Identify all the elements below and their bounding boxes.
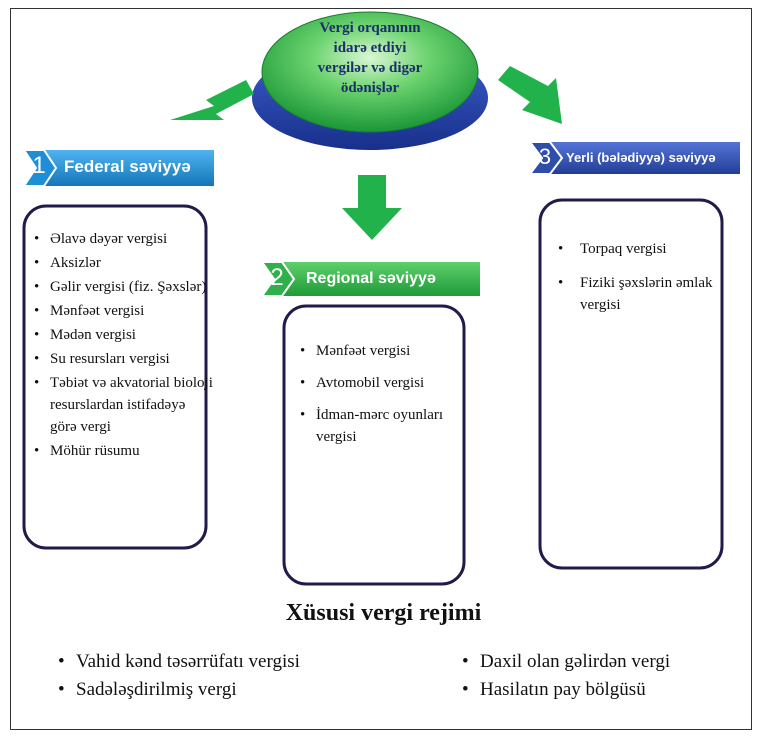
- local-title: Yerli (bələdiyyə) səviyyə: [566, 150, 716, 165]
- arrow-left: [170, 80, 254, 120]
- list-item: Mədən vergisi: [34, 324, 214, 346]
- center-line: vergilər və digər: [317, 60, 423, 76]
- list-item: Hasilatın pay bölgüsü: [462, 676, 742, 704]
- special-regime-right-list: Daxil olan gəlirdən vergi Hasilatın pay …: [462, 648, 742, 704]
- list-item: Su resursları vergisi: [34, 348, 214, 370]
- federal-banner: [22, 149, 214, 187]
- federal-list: Əlavə dəyər vergisi Aksizlər Gəlir vergi…: [34, 228, 214, 464]
- list-item: Vahid kənd təsərrüfatı vergisi: [58, 648, 418, 676]
- list-item: Daxil olan gəlirdən vergi: [462, 648, 742, 676]
- list-item: Aksizlər: [34, 252, 214, 274]
- list-item: Mənfəət vergisi: [34, 300, 214, 322]
- center-line: idarə etdiyi: [333, 40, 407, 56]
- list-item: Mənfəət vergisi: [300, 340, 465, 362]
- list-item: Avtomobil vergisi: [300, 372, 465, 394]
- local-list: Torpaq vergisi Fiziki şəxslərin əmlak ve…: [558, 238, 718, 328]
- list-item: Əlavə dəyər vergisi: [34, 228, 214, 250]
- arrow-down: [342, 175, 402, 240]
- list-item: Fiziki şəxslərin əmlak vergisi: [558, 272, 718, 316]
- list-item: Təbiət və akvatorial bioloji resurslarda…: [34, 372, 214, 438]
- center-title: Vergi orqanının idarə etdiyi vergilər və…: [285, 18, 455, 98]
- center-line: ödənişlər: [340, 80, 400, 96]
- center-shape: [252, 11, 488, 150]
- regional-list: Mənfəət vergisi Avtomobil vergisi İdman-…: [300, 340, 465, 458]
- local-banner: [528, 141, 740, 175]
- center-line: Vergi orqanının: [319, 20, 421, 36]
- special-regime-left-list: Vahid kənd təsərrüfatı vergisi Sadələşdi…: [58, 648, 418, 704]
- local-number: 3: [538, 144, 552, 169]
- regional-banner: [260, 261, 480, 297]
- diagram-frame: [10, 8, 752, 730]
- list-item: Sadələşdirilmiş vergi: [58, 676, 418, 704]
- list-item: Gəlir vergisi (fiz. Şəxslər): [34, 276, 214, 298]
- regional-number: 2: [270, 264, 284, 291]
- list-item: Möhür rüsumu: [34, 440, 214, 462]
- federal-title: Federal səviyyə: [64, 157, 191, 176]
- federal-number: 1: [32, 152, 46, 179]
- list-item: Torpaq vergisi: [558, 238, 718, 260]
- regional-title: Regional səviyyə: [306, 270, 436, 287]
- list-item: İdman-mərc oyunları vergisi: [300, 404, 465, 448]
- arrow-right: [498, 66, 562, 124]
- special-regime-title: Xüsusi vergi rejimi: [285, 600, 482, 626]
